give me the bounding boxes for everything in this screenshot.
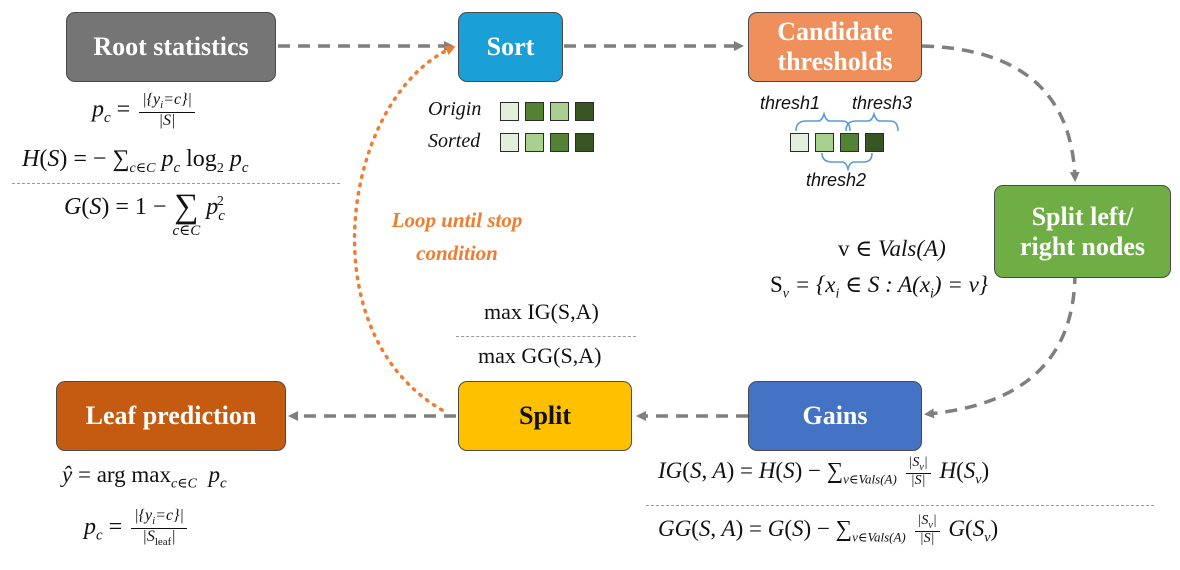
criterion-max-gg: max GG(S,A) bbox=[478, 343, 602, 368]
brace-thresh1 bbox=[795, 111, 851, 132]
formula-information-gain: IG(S, A) = H(S) − ∑v∈Vals(A) |Sv| |S| H(… bbox=[658, 455, 990, 489]
thresh1-label: thresh1 bbox=[760, 93, 821, 113]
origin-square-2 bbox=[525, 102, 544, 121]
formula-pc-leaf: pc = |{yi=c}| |Sleaf| bbox=[84, 507, 190, 548]
node-root-statistics[interactable]: Root statistics bbox=[66, 12, 276, 82]
edge-candidate-splitlr bbox=[921, 44, 1080, 182]
formula-v-in-vals: v ∈ Vals(A) bbox=[838, 236, 946, 261]
divider-split bbox=[456, 336, 636, 337]
thresh-square-3 bbox=[840, 133, 859, 152]
origin-square-4 bbox=[575, 102, 594, 121]
thresh-square-4 bbox=[865, 133, 884, 152]
origin-square-1 bbox=[500, 102, 519, 121]
edge-splitlr-gains bbox=[924, 271, 1077, 419]
node-split-left-right[interactable]: Split left/ right nodes bbox=[994, 185, 1171, 278]
loop-label: Loop until stop condition bbox=[391, 208, 523, 265]
sorted-label: Sorted bbox=[428, 130, 481, 152]
thresh-square-2 bbox=[815, 133, 834, 152]
criterion-max-ig: max IG(S,A) bbox=[484, 299, 599, 324]
sorted-square-2 bbox=[525, 133, 544, 152]
formula-gini-gain: GG(S, A) = G(S) − ∑v∈Vals(A) |Sv| |S| G(… bbox=[658, 513, 999, 547]
sorted-square-1 bbox=[500, 133, 519, 152]
formula-entropy: H(S) = − ∑c∈C pc log2 pc bbox=[22, 146, 249, 176]
formula-pc: pc = |{yi=c}| |S| bbox=[92, 91, 198, 130]
edge-loop bbox=[352, 45, 456, 412]
sorted-square-3 bbox=[550, 133, 569, 152]
thresh2-label: thresh2 bbox=[806, 170, 867, 190]
node-split[interactable]: Split bbox=[458, 381, 632, 451]
sorted-square-4 bbox=[575, 133, 594, 152]
origin-label: Origin bbox=[428, 98, 482, 120]
thresh3-label: thresh3 bbox=[852, 93, 913, 113]
node-candidate-thresholds[interactable]: Candidate thresholds bbox=[748, 12, 922, 82]
brace-thresh2 bbox=[821, 152, 873, 172]
thresh-square-1 bbox=[790, 133, 809, 152]
formula-gini: G(S) = 1 − ∑ c∈C pc2 bbox=[64, 188, 225, 239]
formula-yhat: ŷ = arg maxc∈C pc bbox=[62, 462, 227, 492]
brace-thresh3 bbox=[845, 111, 899, 132]
origin-square-3 bbox=[550, 102, 569, 121]
node-sort[interactable]: Sort bbox=[458, 12, 563, 82]
divider-root bbox=[12, 183, 340, 184]
node-gains[interactable]: Gains bbox=[748, 381, 922, 451]
divider-gains bbox=[646, 505, 1154, 506]
formula-sv: Sv = {xi ∈ S : A(xi) = v} bbox=[770, 272, 989, 302]
node-leaf-prediction[interactable]: Leaf prediction bbox=[56, 381, 286, 451]
